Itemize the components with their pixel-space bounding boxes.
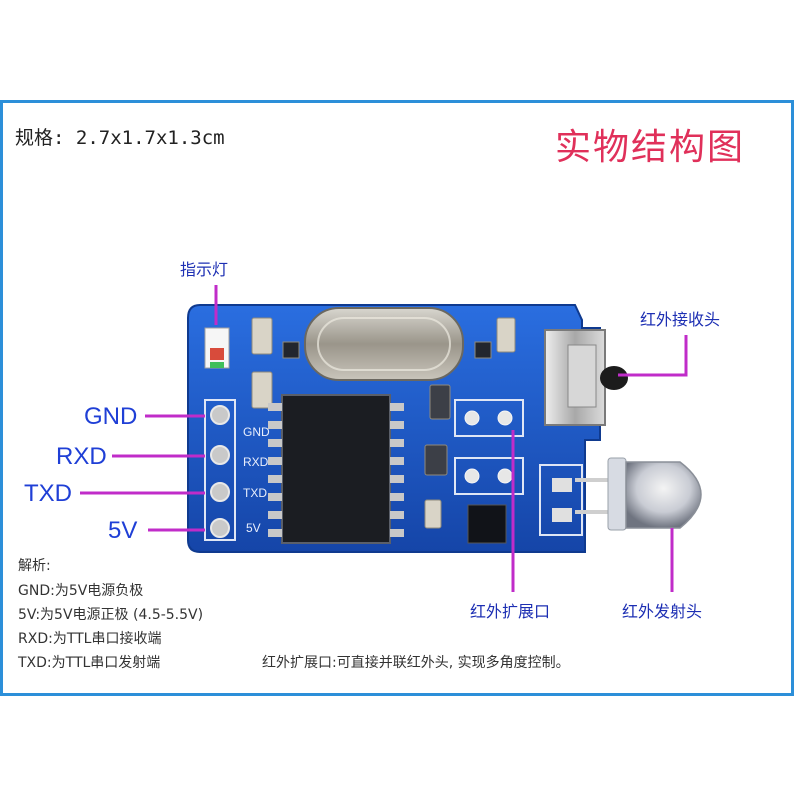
pin-label-txd: TXD xyxy=(24,480,72,507)
label-indicator: 指示灯 xyxy=(180,260,229,279)
label-ir-emitter: 红外发射头 xyxy=(622,602,703,621)
ic-chip xyxy=(268,394,404,544)
note-line: RXD:为TTL串口接收端 xyxy=(18,631,162,647)
note-line: 5V:为5V电源正极 (4.5-5.5V) xyxy=(18,607,204,623)
pin-header xyxy=(204,399,236,541)
note-expansion: 红外扩展口:可直接并联红外头, 实现多角度控制。 xyxy=(262,655,570,671)
ir-emitter xyxy=(539,457,702,536)
spec-text: 规格: 2.7x1.7x1.3cm xyxy=(15,127,225,149)
ir-receiver xyxy=(544,329,628,426)
pin-label-5v: 5V xyxy=(108,517,138,544)
transistor xyxy=(467,504,507,544)
diagram-title: 实物结构图 xyxy=(555,127,746,168)
smd-components xyxy=(251,317,516,529)
silk-pin-label: TXD xyxy=(243,486,267,500)
notes-heading: 解析: xyxy=(18,558,51,574)
pin-label-rxd: RXD xyxy=(56,443,107,470)
crystal-oscillator xyxy=(304,307,464,381)
label-ir-expansion: 红外扩展口 xyxy=(470,602,551,621)
callout-receiver xyxy=(618,335,688,377)
silk-pin-label: RXD xyxy=(243,455,269,469)
ir-expansion-pads xyxy=(454,399,524,495)
note-line: GND:为5V电源负极 xyxy=(18,583,144,599)
silk-pin-label: 5V xyxy=(246,521,261,535)
pin-label-gnd: GND xyxy=(84,403,138,430)
note-line: TXD:为TTL串口发射端 xyxy=(18,655,161,671)
silk-pin-label: GND xyxy=(243,425,270,439)
label-ir-receiver: 红外接收头 xyxy=(640,310,721,329)
